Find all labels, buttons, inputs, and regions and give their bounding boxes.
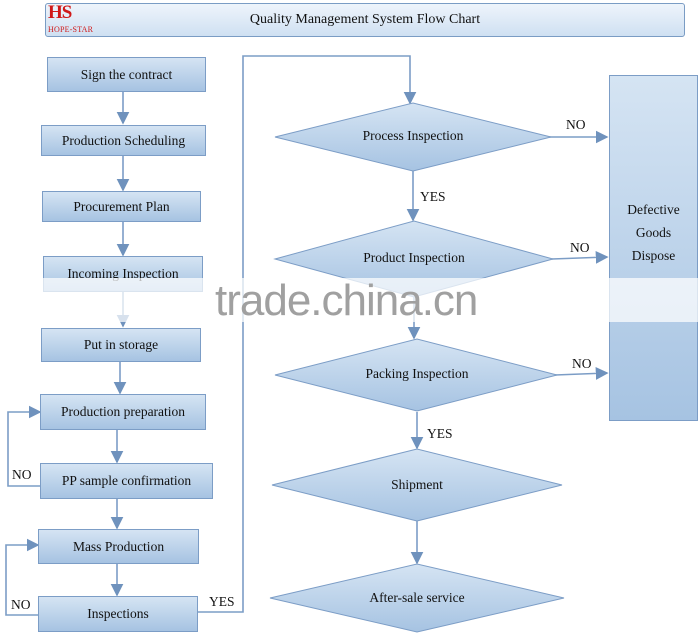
label-process-inspection: Process Inspection — [362, 128, 464, 143]
step-put-in-storage: Put in storage — [41, 328, 201, 362]
no-label-product: NO — [570, 240, 590, 255]
step-production-preparation: Production preparation — [40, 394, 206, 430]
title-bar: Quality Management System Flow Chart — [45, 3, 685, 37]
watermark-band — [30, 278, 700, 322]
defective-goods-box: Defective Goods Dispose — [609, 75, 698, 421]
no-label-packing: NO — [572, 356, 592, 371]
no-label-process: NO — [566, 117, 586, 132]
step-procurement-plan: Procurement Plan — [42, 191, 201, 222]
diamond-process-inspection — [274, 102, 552, 172]
diamond-shipment — [271, 448, 563, 522]
chart-title: Quality Management System Flow Chart — [249, 12, 481, 27]
label-shipment: Shipment — [391, 477, 443, 492]
label-after-sale-service: After-sale service — [369, 590, 465, 605]
label-product-inspection: Product Inspection — [363, 250, 465, 265]
defect-line-2: Goods — [635, 225, 672, 240]
defect-line-1: Defective — [627, 202, 680, 217]
diamond-after-sale — [269, 563, 565, 633]
no-label-inspections: NO — [11, 597, 31, 612]
diamond-packing-inspection — [274, 338, 558, 412]
defect-line-3: Dispose — [631, 248, 676, 263]
logo-mark: HS — [48, 2, 72, 23]
yes-label-inspections: YES — [209, 594, 235, 609]
step-sign-contract: Sign the contract — [47, 57, 206, 92]
label-packing-inspection: Packing Inspection — [365, 366, 469, 381]
step-mass-production: Mass Production — [38, 529, 199, 564]
logo-text: HOPE-STAR — [48, 25, 94, 34]
step-pp-sample-confirmation: PP sample confirmation — [40, 463, 213, 499]
step-inspections: Inspections — [38, 596, 198, 632]
yes-label-process: YES — [420, 189, 446, 204]
hope-star-logo: HS HOPE-STAR — [48, 2, 106, 36]
yes-label-packing: YES — [427, 426, 453, 441]
watermark-text: trade.china.cn — [215, 276, 478, 325]
step-production-scheduling: Production Scheduling — [41, 125, 206, 156]
no-label-pp-sample: NO — [12, 467, 32, 482]
